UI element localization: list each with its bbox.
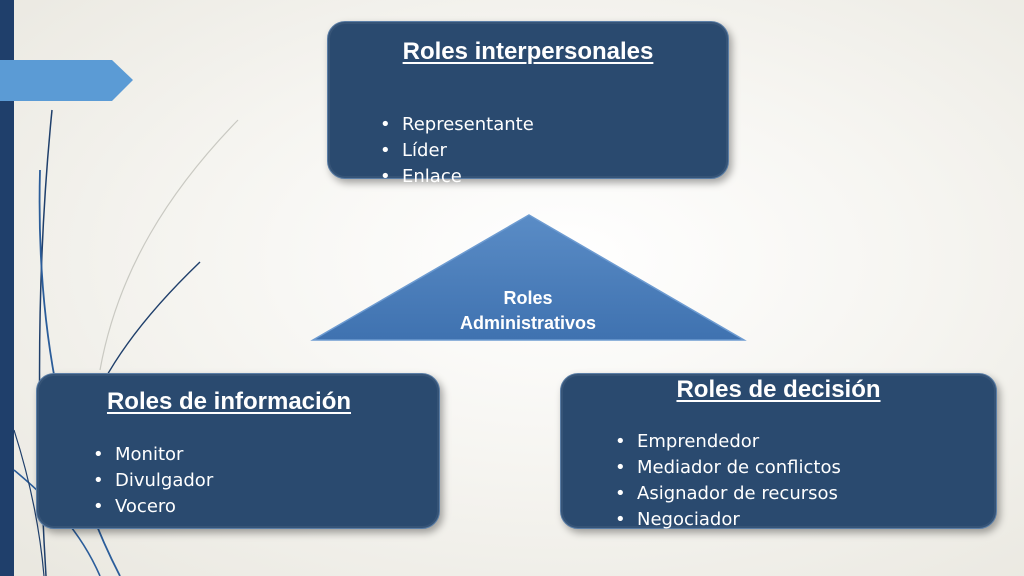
decision-roles-box: Roles de decisión Emprendedor Mediador d… xyxy=(560,373,997,533)
list-item: Asignador de recursos xyxy=(615,481,841,507)
interpersonal-roles-box: Roles interpersonales Representante Líde… xyxy=(327,21,729,190)
list-item: Divulgador xyxy=(93,468,213,494)
information-roles-title: Roles de información xyxy=(106,388,352,415)
information-roles-box: Roles de información Monitor Divulgador … xyxy=(36,373,440,529)
list-item: Negociador xyxy=(615,507,841,533)
list-item: Monitor xyxy=(93,442,213,468)
administrative-roles-line1: Roles xyxy=(503,288,553,308)
interpersonal-roles-list: Representante Líder Enlace xyxy=(380,112,534,190)
list-item: Mediador de conflictos xyxy=(615,455,841,481)
decision-roles-title: Roles de decisión xyxy=(676,376,881,403)
administrative-roles-line2: Administrativos xyxy=(459,313,597,333)
list-item: Representante xyxy=(380,112,534,138)
accent-arrow-tab xyxy=(0,60,133,101)
left-edge-bar xyxy=(0,0,14,576)
list-item: Emprendedor xyxy=(615,429,841,455)
administrative-roles-label: Roles Administrativos xyxy=(428,286,628,336)
information-roles-list: Monitor Divulgador Vocero xyxy=(93,442,213,520)
decision-roles-list: Emprendedor Mediador de conflictos Asign… xyxy=(615,429,841,533)
interpersonal-roles-title: Roles interpersonales xyxy=(402,38,654,65)
list-item: Líder xyxy=(380,138,534,164)
decorative-curve xyxy=(99,119,239,371)
list-item: Vocero xyxy=(93,494,213,520)
decorative-curve xyxy=(13,429,45,576)
administrative-roles-triangle xyxy=(310,214,747,341)
list-item: Enlace xyxy=(380,164,534,190)
